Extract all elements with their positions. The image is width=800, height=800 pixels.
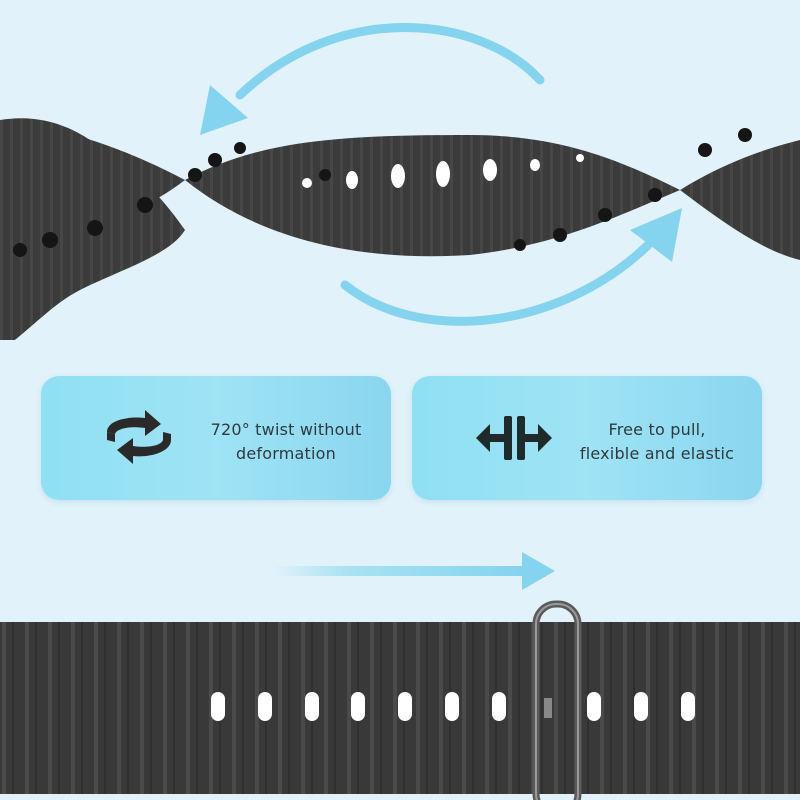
strap-holes — [211, 692, 695, 721]
feature-card-twist: 720° twist without deformation — [41, 376, 391, 500]
rotate-arrow-bottom-icon — [340, 208, 682, 326]
feature-line-1: Free to pull, — [608, 420, 706, 439]
band-middle-lobe — [185, 135, 680, 257]
rotate-cycle-icon — [107, 410, 171, 464]
pull-apart-arrows-icon — [476, 416, 552, 460]
buckle-loop — [532, 600, 582, 800]
feature-line-1: 720° twist without — [210, 420, 362, 439]
feature-text-twist: 720° twist without deformation — [201, 418, 371, 466]
feature-card-pull: Free to pull, flexible and elastic — [412, 376, 762, 500]
feature-line-2: deformation — [236, 444, 336, 463]
straight-band-illustration — [0, 552, 800, 800]
feature-text-pull: Free to pull, flexible and elastic — [562, 418, 752, 466]
feature-line-2: flexible and elastic — [579, 444, 735, 463]
twisted-band-illustration — [0, 23, 800, 340]
rotate-arrow-top-icon — [200, 23, 545, 135]
band-right-lobe — [680, 140, 800, 260]
pull-arrow-icon — [272, 552, 555, 590]
